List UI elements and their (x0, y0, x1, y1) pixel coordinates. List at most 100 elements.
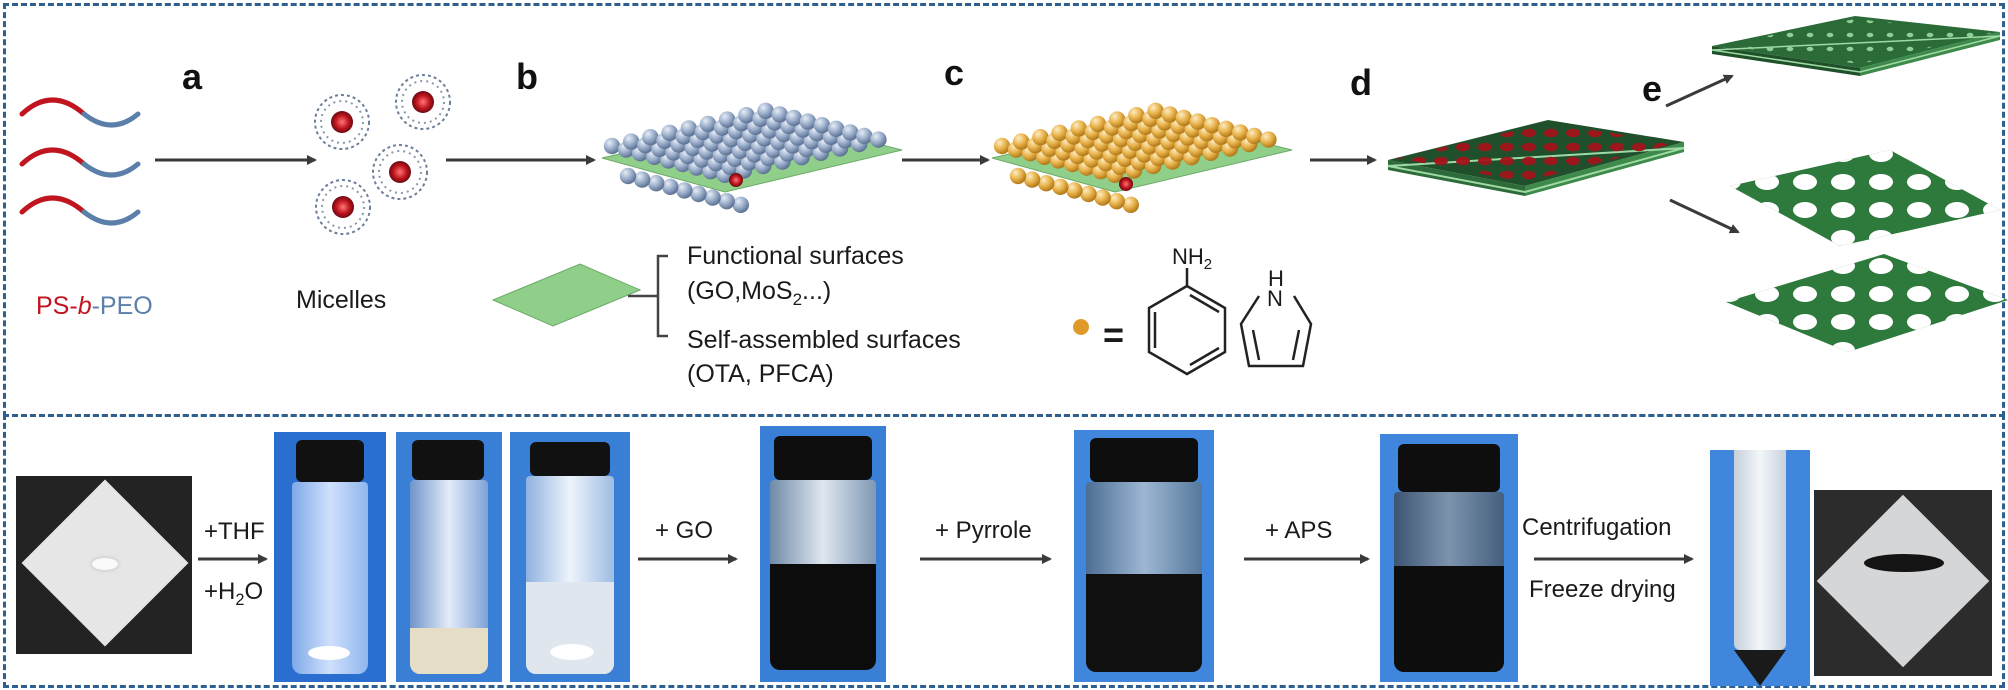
label-go: + GO (655, 517, 714, 544)
sphere-blue (870, 131, 887, 148)
sphere-blue (757, 102, 774, 120)
film-red-pores (1387, 120, 1685, 196)
sphere-gold (1128, 107, 1145, 124)
film-porous-sheets (1726, 150, 2008, 352)
photo-vial-3 (510, 432, 630, 682)
photo-centrifuge-tube (1710, 450, 1810, 686)
sphere-blue (799, 113, 817, 130)
sphere-blue (785, 109, 802, 127)
sphere-blue (732, 196, 749, 213)
sphere-blue (719, 111, 736, 128)
label-b: b (516, 56, 538, 97)
sphere-gold (1080, 185, 1097, 203)
sphere-blue (842, 124, 859, 141)
label-aps: + APS (1265, 517, 1333, 544)
sphere-gold (1070, 120, 1088, 137)
sphere-blue (718, 193, 735, 210)
sphere-blue (738, 107, 755, 124)
block-copolymer-chains (19, 97, 141, 226)
sphere-gold (1175, 109, 1193, 127)
bracket (656, 254, 668, 338)
sphere-gold (1023, 171, 1041, 188)
label-c: c (944, 52, 965, 93)
label-h2o: +H2O (204, 578, 264, 609)
sphere-blue (699, 115, 717, 133)
label-pyrrole: + Pyrrole (935, 517, 1032, 544)
photo-vial-go (760, 426, 886, 682)
photo-vial-pyrrole (1074, 430, 1214, 682)
label-freeze-drying: Freeze drying (1529, 576, 1676, 603)
micelles-label: Micelles (296, 286, 387, 314)
sphere-gold (1052, 178, 1069, 195)
sphere-gold (1246, 127, 1263, 145)
sphere-gold (1094, 189, 1111, 206)
sphere-gold (1122, 196, 1140, 213)
sphere-blue (827, 120, 845, 137)
pyrrole-n: N (1267, 286, 1283, 311)
sphere-blue (661, 124, 678, 141)
label-thf: +THF (204, 518, 265, 545)
sphere-blue (648, 175, 665, 192)
monomer-dot (1073, 319, 1089, 335)
sphere-blue (690, 185, 707, 203)
photo-vial-1 (274, 432, 386, 682)
amine-group: NH2 (1172, 244, 1213, 274)
sphere-gold (1013, 133, 1030, 150)
label-a: a (182, 56, 203, 97)
sphere-gold (1051, 124, 1068, 141)
functional-surfaces-line1: Functional surfaces (687, 242, 904, 270)
sphere-gold (993, 137, 1011, 155)
photo-vial-2 (396, 432, 502, 682)
sphere-gold (1032, 129, 1049, 146)
arrow-e-down (1669, 198, 1740, 234)
label-centrifugation: Centrifugation (1522, 514, 1672, 541)
film-dotted (1711, 16, 2001, 76)
self-assembled-line2: (OTA, PFCA) (687, 360, 834, 388)
sphere-gold (1217, 120, 1235, 137)
sphere-gold (1147, 102, 1164, 120)
pyrrole-h: H (1268, 266, 1284, 291)
sphere-blue (771, 106, 788, 123)
core-cross-section (1119, 177, 1133, 191)
sphere-gold (1038, 175, 1055, 192)
sphere-gold (1066, 182, 1083, 199)
polymer-label: PS-b-PEO (36, 292, 153, 320)
sphere-gold (1203, 117, 1221, 134)
aniline-structure (1147, 268, 1227, 376)
photo-vial-aps (1380, 434, 1518, 682)
bottom-panel (3, 414, 2005, 688)
blue-sphere-array (603, 102, 887, 213)
gold-sphere-array (993, 102, 1277, 213)
label-e: e (1642, 68, 1663, 109)
sphere-gold (1089, 115, 1107, 133)
sphere-blue (623, 133, 640, 150)
pyrrole-structure (1239, 295, 1313, 368)
sphere-gold (1009, 167, 1027, 185)
sphere-blue (633, 171, 651, 188)
sphere-gold (1108, 193, 1125, 210)
sphere-gold (1189, 113, 1207, 130)
sphere-blue (680, 120, 697, 137)
sphere-blue (856, 127, 873, 145)
sphere-blue (642, 129, 659, 146)
functional-surfaces-line2: (GO,MoS2...) (687, 277, 832, 309)
sphere-blue (676, 182, 693, 199)
sphere-gold (1260, 131, 1277, 148)
label-d: d (1350, 62, 1372, 103)
sphere-blue (662, 178, 679, 195)
arrow-e-up (1665, 74, 1734, 108)
micelle-cluster (314, 74, 451, 235)
substrate-sample (491, 263, 642, 327)
sphere-gold (1161, 106, 1178, 123)
photo-powder-weighing-paper (16, 476, 192, 654)
sphere-blue (704, 189, 721, 206)
equals-sign: = (1103, 314, 1125, 355)
sphere-gold (1109, 111, 1126, 128)
sphere-blue (603, 137, 621, 155)
sphere-gold (1232, 124, 1249, 141)
sphere-blue (619, 167, 637, 185)
self-assembled-line1: Self-assembled surfaces (687, 326, 961, 354)
sphere-blue (813, 117, 831, 134)
photo-dried-product (1814, 490, 1992, 676)
